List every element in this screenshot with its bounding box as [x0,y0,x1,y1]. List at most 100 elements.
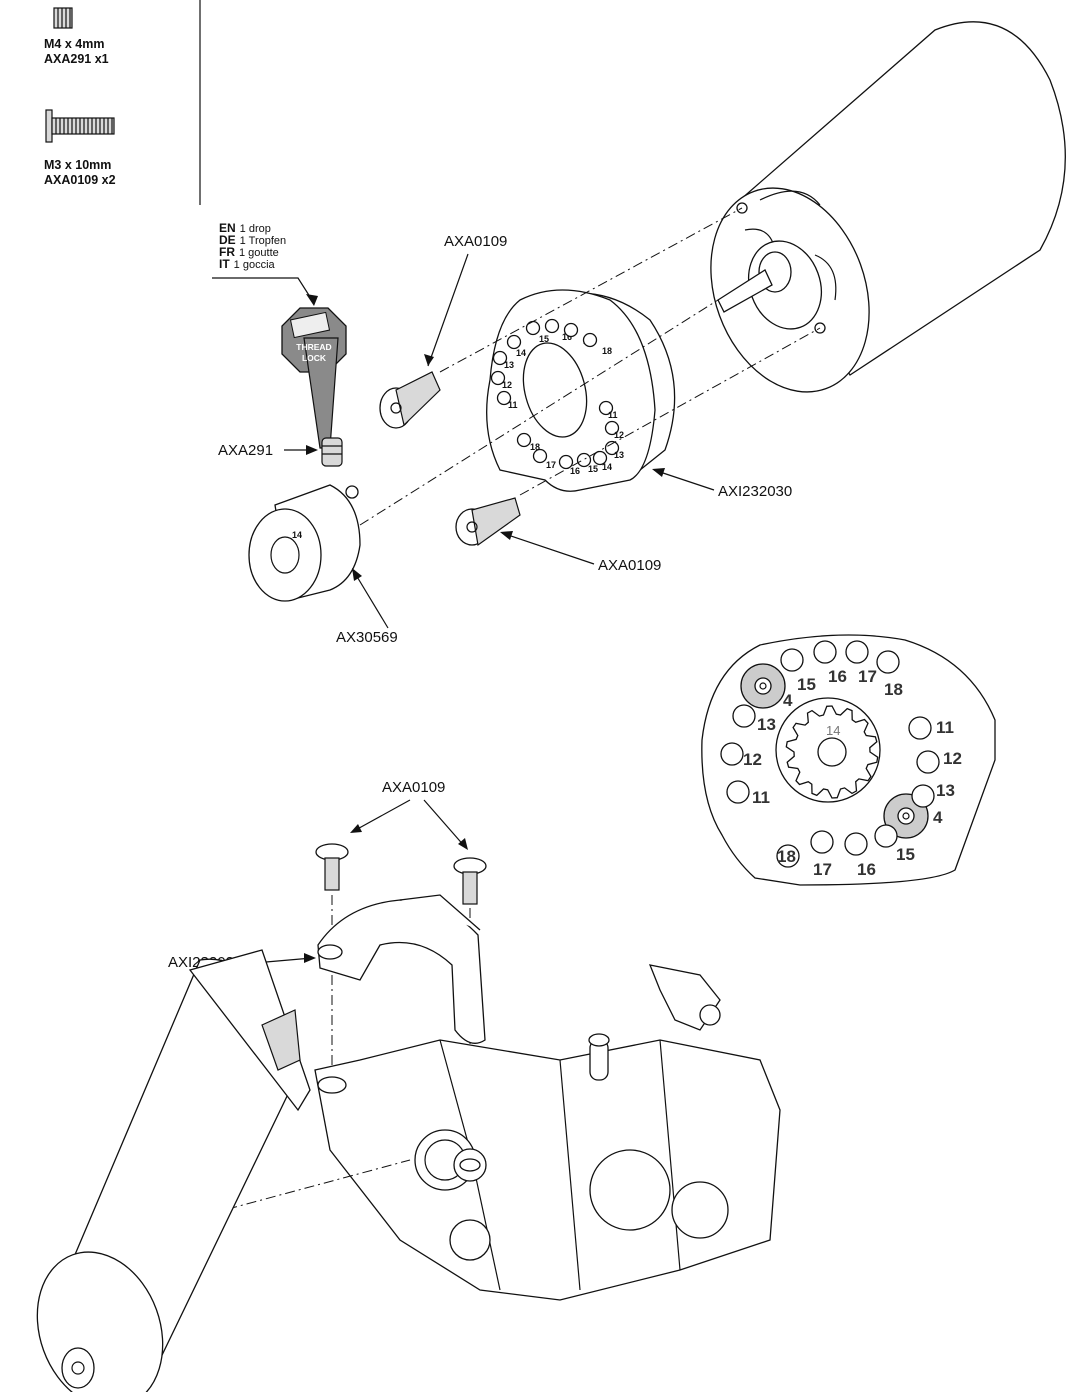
bottle-text-1: THREAD [296,342,331,352]
callout-screw-lower: AXA0109 [598,557,661,574]
detail-adjust-hole [780,648,804,672]
flat-head-screw-icon [45,109,115,143]
plate-detail-view: 14 15 16 17 18 4 13 12 11 11 12 13 4 18 … [701,634,996,886]
detail-num-right-12: 12 [943,749,962,768]
detail-adjust-hole [874,824,898,848]
detail-num-up-15: 15 [797,675,816,694]
gearbox-assembly: AXA0109 AXI232029 [36,779,781,1392]
detail-gear-number: 14 [826,723,840,738]
motor-cap [317,894,486,1044]
plate-hole-number: 11 [508,400,518,410]
hardware-2-part: AXA0109 x2 [44,173,116,187]
plate-adjust-hole [598,400,614,416]
detail-adjust-hole [810,830,834,854]
detail-adjust-hole [813,640,837,664]
threadlock-bottle-icon: THREAD LOCK [281,307,347,449]
hardware-1-part: AXA291 x1 [44,52,109,66]
plate-adjust-hole [496,390,512,406]
detail-adjust-hole [845,640,869,664]
plate-adjust-hole [506,334,522,350]
plate-adjust-hole [516,432,532,448]
hardware-legend: M4 x 4mm AXA291 x1 M3 x 10mm AXA0109 x2 [44,0,201,205]
callout-set-screw: AXA291 [218,442,273,459]
plate-hole-number: 14 [602,462,612,472]
detail-num-low-17: 17 [813,860,832,879]
detail-adjust-hole [844,832,868,856]
callout-gearbox-screws: AXA0109 [382,779,445,796]
bottle-text-2: LOCK [302,353,327,363]
plate-hole-number: 17 [546,460,556,470]
gearbox-screw-left [315,843,349,891]
detail-screw-left [740,663,786,709]
plate-hole-number: 12 [502,380,512,390]
threadlock-leader [212,277,313,301]
detail-adjust-hole [726,780,750,804]
motor-lower-pinion [261,1009,301,1071]
plate-hole-number: 18 [530,442,540,452]
plate-hole-number: 13 [614,450,624,460]
callout-motor-plate: AXI232030 [718,483,792,500]
plate-adjust-hole [563,322,579,338]
detail-num-left-11: 11 [752,788,770,807]
detail-adjust-hole [876,650,900,674]
detail-num-left-12: 12 [743,750,762,769]
detail-adjust-hole [908,716,932,740]
detail-num-up-18: 18 [884,680,903,699]
detail-marker-right: 4 [933,808,943,827]
plate-adjust-hole [492,350,508,366]
plate-adjust-hole [576,452,592,468]
motor-lower [36,949,311,1392]
plate-adjust-hole [592,450,608,466]
plate-hole-number: 18 [602,346,612,356]
screw-upper [379,371,441,429]
plate-hole-number: 13 [504,360,514,370]
detail-adjust-hole [916,750,940,774]
detail-num-left-13: 13 [757,715,776,734]
set-screw [321,437,343,467]
detail-num-low-16: 16 [857,860,876,879]
plate-hole-number: 14 [516,348,526,358]
plate-hole-number: 15 [539,334,549,344]
plate-adjust-hole [532,448,548,464]
plate-hole-number: 11 [608,410,618,420]
plate-adjust-hole [604,440,620,456]
gearbox-screw-right [453,857,487,905]
motor-upper [710,21,1066,393]
plate-hole-number: 16 [562,332,572,342]
detail-num-right-13: 13 [936,781,955,800]
detail-num-up-17: 17 [858,667,877,686]
detail-num-low-18: 18 [777,847,796,866]
detail-adjust-hole [776,844,800,868]
hardware-2-size: M3 x 10mm [44,158,111,172]
plate-adjust-hole [490,370,506,386]
set-screw-icon [53,7,73,29]
transmission-body [314,964,781,1301]
callout-pinion: AX30569 [336,629,398,646]
plate-adjust-hole [582,332,598,348]
plate-hole-number: 16 [570,466,580,476]
callouts-upper: AXA0109 AXA291 AXI232030 AXA0109 AX30569 [218,233,792,646]
detail-marker-left: 4 [783,691,793,710]
pinion-gear: 14 [248,484,361,602]
hardware-1-size: M4 x 4mm [44,37,104,51]
plate-adjust-hole [558,454,574,470]
plate-adjust-hole [604,420,620,436]
plate-adjust-hole [544,318,560,334]
motor-plate-exploded: 14151617181312111112131817161514 [486,289,676,492]
detail-adjust-hole [720,742,744,766]
pinion-tooth-count: 14 [292,530,302,540]
detail-num-right-11: 11 [936,718,954,737]
alignment-lines [359,207,821,526]
screw-lower [455,497,521,547]
detail-adjust-hole [911,784,935,808]
detail-adjust-hole [732,704,756,728]
plate-hole-number: 15 [588,464,598,474]
detail-num-low-15: 15 [896,845,915,864]
plate-hole-number: 12 [614,430,624,440]
